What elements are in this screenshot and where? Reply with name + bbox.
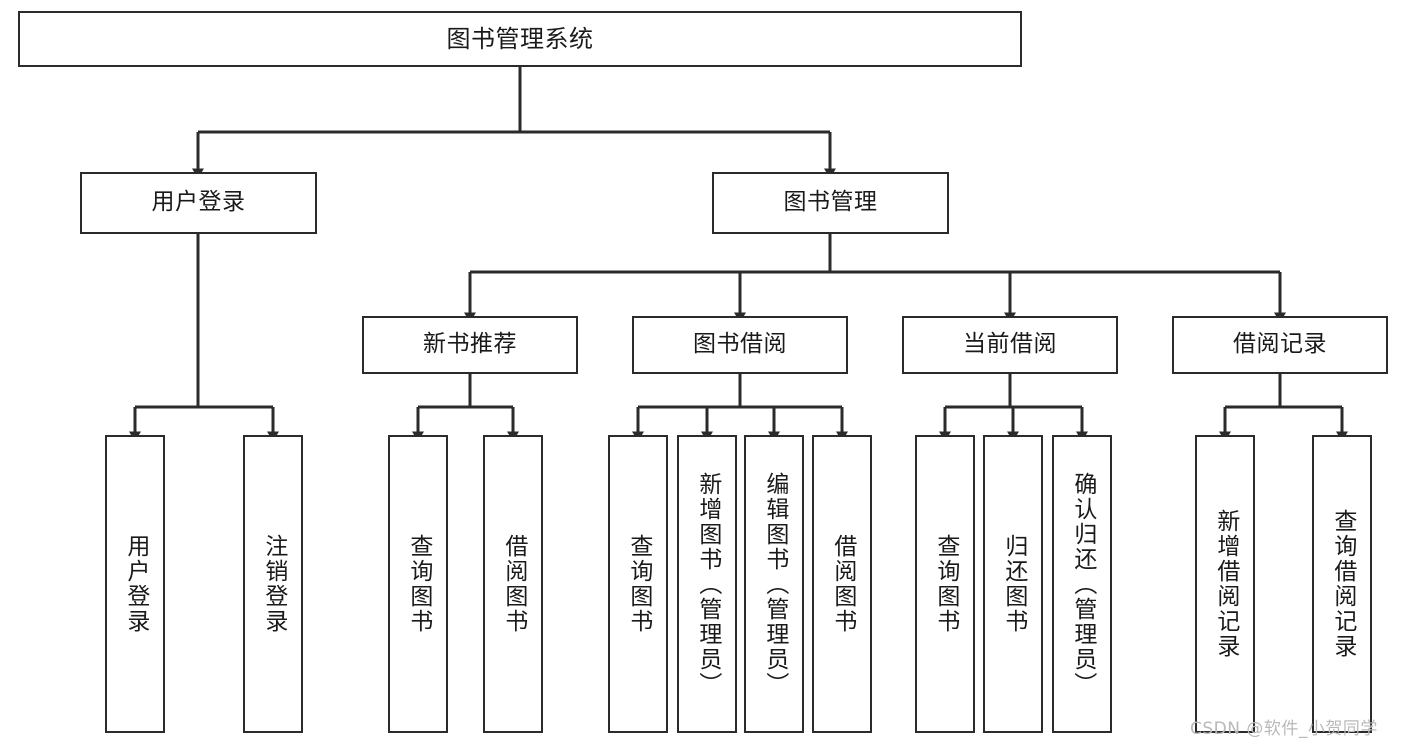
node-leaf-query-book-1[interactable]: 查询图书: [388, 435, 448, 733]
node-leaf-add-borrow-record[interactable]: 新增借阅记录: [1195, 435, 1255, 733]
node-leaf-query-book-2[interactable]: 查询图书: [608, 435, 668, 733]
node-leaf-user-login[interactable]: 用户登录: [105, 435, 165, 733]
node-current-borrow[interactable]: 当前借阅: [902, 316, 1118, 374]
node-leaf-query-book-3[interactable]: 查询图书: [915, 435, 975, 733]
csdn-watermark: CSDN @软件_小贺同学: [1190, 719, 1378, 739]
node-leaf-return-book[interactable]: 归还图书: [983, 435, 1043, 733]
node-user-login[interactable]: 用户登录: [80, 172, 317, 234]
node-book-manage[interactable]: 图书管理: [712, 172, 949, 234]
node-leaf-edit-book[interactable]: 编辑图书（管理员）: [744, 435, 804, 733]
node-leaf-borrow-book-1[interactable]: 借阅图书: [483, 435, 543, 733]
node-root[interactable]: 图书管理系统: [18, 11, 1022, 67]
node-new-book-recommend[interactable]: 新书推荐: [362, 316, 578, 374]
node-borrow-record[interactable]: 借阅记录: [1172, 316, 1388, 374]
node-leaf-query-borrow-record[interactable]: 查询借阅记录: [1312, 435, 1372, 733]
node-leaf-logout-login[interactable]: 注销登录: [243, 435, 303, 733]
node-book-borrow[interactable]: 图书借阅: [632, 316, 848, 374]
node-leaf-borrow-book-2[interactable]: 借阅图书: [812, 435, 872, 733]
node-leaf-add-book[interactable]: 新增图书（管理员）: [677, 435, 737, 733]
node-leaf-confirm-return[interactable]: 确认归还（管理员）: [1052, 435, 1112, 733]
